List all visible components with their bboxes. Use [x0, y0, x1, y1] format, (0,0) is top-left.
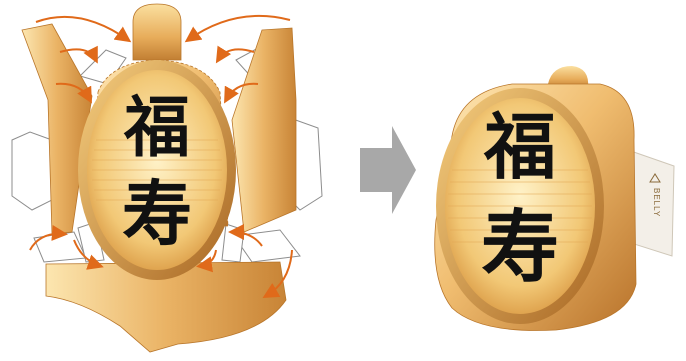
net-plate-ridges — [92, 139, 222, 201]
fold-arrow-bottom-left-2 — [73, 239, 104, 270]
fold-arrow-bottom-right-1 — [228, 224, 263, 247]
fold-arrow-bottom-left-1 — [29, 225, 68, 251]
triangle-icon — [649, 173, 661, 183]
fold-arrow-right-flap — [224, 82, 259, 104]
fold-arrow-top-right — [184, 14, 291, 43]
right-arrow-icon — [360, 126, 416, 214]
net-emblem-char-bottom: 寿 — [122, 172, 192, 255]
net-left-strip — [21, 23, 93, 235]
fold-arrow-left-flap — [55, 82, 92, 104]
net-top-tab — [132, 3, 182, 61]
net-bottom-panel — [45, 261, 287, 353]
unfolded-net: 福 寿 — [11, 3, 323, 353]
flap-bottom-right — [233, 229, 301, 263]
net-emblem-char-top: 福 — [123, 88, 190, 166]
fold-arrow-left-inner — [59, 45, 98, 64]
net-right-strip — [231, 27, 297, 233]
flap-bottom-inner-right — [221, 223, 245, 263]
fold-arrows — [29, 14, 293, 299]
assembled-model: BELLY 福 寿 — [434, 66, 675, 331]
fold-arrow-bottom-inner — [196, 249, 217, 273]
assembled-plate-ridges — [448, 169, 592, 243]
assembled-emblem-char-top: 福 — [483, 104, 556, 189]
fold-arrow-bottom-right-2 — [262, 249, 293, 299]
fold-arrow-top-left — [35, 15, 132, 43]
assembled-side-tab-label: BELLY — [652, 188, 661, 217]
assembled-top-knob — [548, 66, 589, 88]
fold-arrow-right-inner — [215, 45, 255, 64]
flap-left-upper — [11, 131, 53, 211]
assembled-emblem-char-bottom: 寿 — [481, 202, 559, 293]
